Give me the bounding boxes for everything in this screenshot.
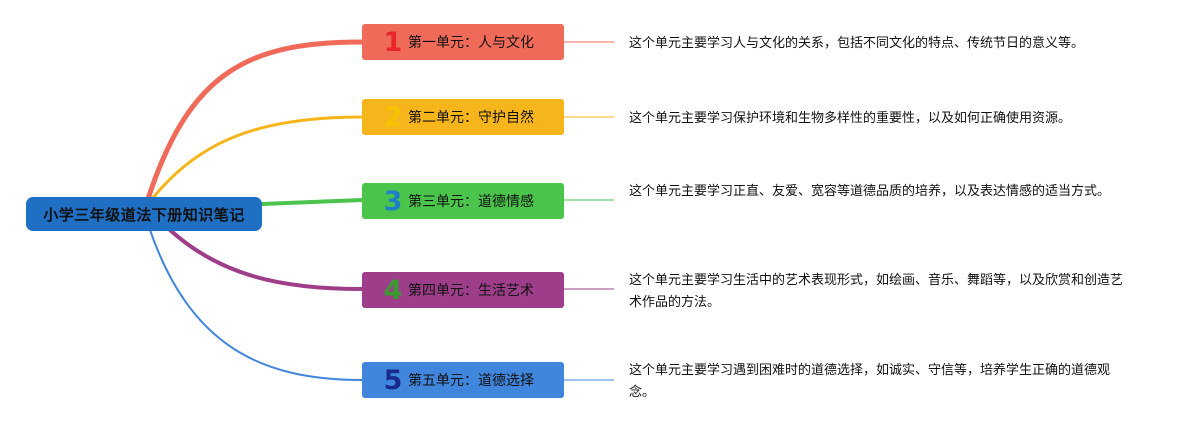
unit-node-1[interactable]: 1 第一单元：人与文化 [362,24,564,60]
unit-node-2[interactable]: 2 第二单元：守护自然 [362,99,564,135]
branch-line-unit-4 [168,228,364,291]
unit-node-5[interactable]: 5 第五单元：道德选择 [362,362,564,398]
branch-line-unit-2 [150,115,364,201]
unit-label-4: 第四单元：生活艺术 [408,283,534,299]
branch-line-unit-3 [260,198,364,206]
root-node[interactable]: 小学三年级道法下册知识笔记 [26,197,262,231]
unit-label-2: 第二单元：守护自然 [408,110,534,126]
unit-label-5: 第五单元：道德选择 [408,373,534,389]
unit-description-2: 这个单元主要学习保护环境和生物多样性的重要性，以及如何正确使用资源。 [629,111,1072,126]
unit-number-2: 2 [383,101,403,133]
unit-description-1: 这个单元主要学习人与文化的关系，包括不同文化的特点、传统节日的意义等。 [629,36,1085,51]
unit-node-3[interactable]: 3 第三单元：道德情感 [362,183,564,219]
branch-line-unit-5 [149,229,363,381]
unit-number-4: 4 [383,274,403,306]
unit-label-3: 第三单元：道德情感 [408,194,534,210]
unit-number-3: 3 [383,185,403,217]
unit-node-4[interactable]: 4 第四单元：生活艺术 [362,272,564,308]
unit-description-4: 这个单元主要学习生活中的艺术表现形式，如绘画、音乐、舞蹈等，以及欣赏和创造艺术作… [629,273,1124,310]
unit-description-3: 这个单元主要学习正直、友爱、宽容等道德品质的培养，以及表达情感的适当方式。 [629,184,1111,199]
unit-description-5: 这个单元主要学习遇到困难时的道德选择，如诚实、守信等，培养学生正确的道德观念。 [629,363,1111,400]
branch-line-unit-1 [145,39,365,202]
unit-number-5: 5 [383,364,403,396]
unit-number-1: 1 [383,26,403,58]
root-title: 小学三年级道法下册知识笔记 [43,205,245,224]
unit-label-1: 第一单元：人与文化 [408,35,534,51]
